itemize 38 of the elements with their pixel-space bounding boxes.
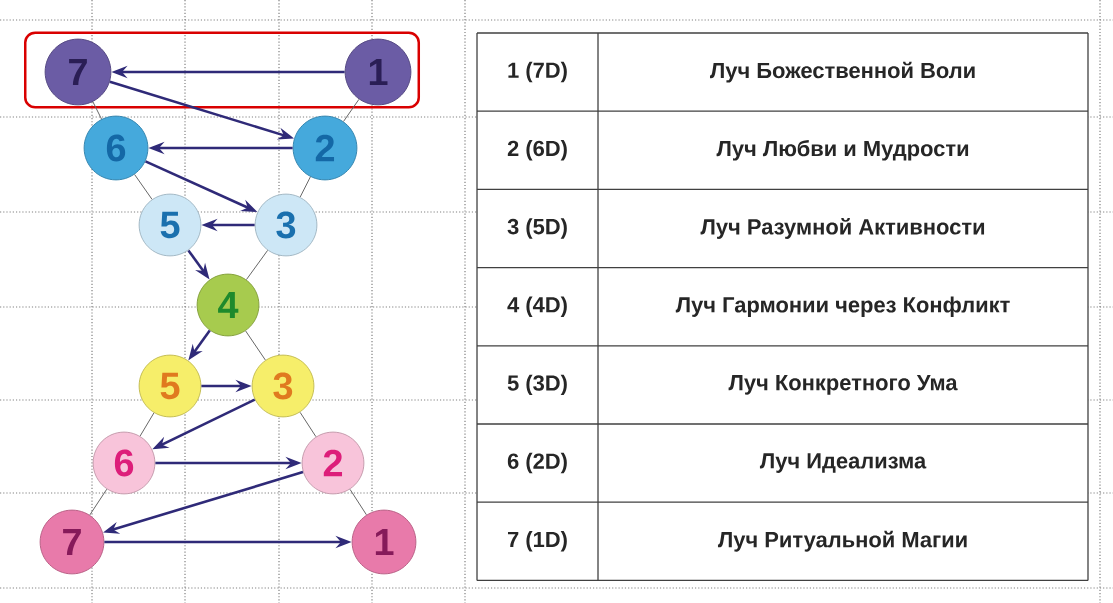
connector-line [245, 330, 266, 361]
connector-line [139, 412, 155, 437]
connector-line [89, 488, 108, 516]
numbered-ball: 7 [39, 509, 105, 575]
table-cell: Луч Божественной Воли [710, 61, 975, 83]
numbered-ball: 6 [92, 431, 156, 495]
table-cell: 3 (5D) [507, 218, 567, 239]
table-cell: 7 (1D) [508, 531, 567, 552]
numbered-ball: 3 [251, 354, 315, 418]
numbered-ball: 2 [292, 115, 358, 181]
numbered-ball: 5 [138, 354, 202, 418]
table-cell: Луч Идеализма [759, 453, 927, 473]
numbered-ball: 2 [301, 431, 365, 495]
table-cell: 6 (2D) [507, 452, 567, 474]
numbered-ball: 4 [196, 273, 260, 337]
table-cell: Луч Любви и Мудрости [716, 140, 969, 161]
connector-line [299, 176, 311, 198]
numbered-ball: 1 [351, 509, 417, 575]
connector-line [92, 101, 103, 120]
connector-line [349, 488, 367, 516]
numbered-ball: 3 [254, 193, 318, 257]
numbered-ball: 1 [344, 38, 412, 106]
connector-line [343, 98, 360, 122]
table-cell: Луч Разумной Активности [700, 218, 985, 239]
table-cell: Луч Конкретного Ума [728, 375, 958, 395]
connector-line [245, 249, 269, 281]
table-cell: 5 (3D) [507, 374, 567, 396]
table-cell: 2 (6D) [507, 140, 567, 161]
table-cell: Луч Ритуальной Магии [717, 530, 967, 552]
table-cell: 4 (4D) [507, 296, 567, 317]
table-cell: Луч Гармонии через Конфликт [675, 296, 1010, 317]
table-cell: 1 (7D) [508, 61, 567, 83]
connector-line [299, 411, 317, 438]
numbered-ball: 7 [44, 38, 112, 106]
numbered-ball: 5 [138, 193, 202, 257]
highlight-frame [24, 31, 420, 109]
connector-line [134, 174, 153, 200]
numbered-ball: 6 [83, 115, 149, 181]
